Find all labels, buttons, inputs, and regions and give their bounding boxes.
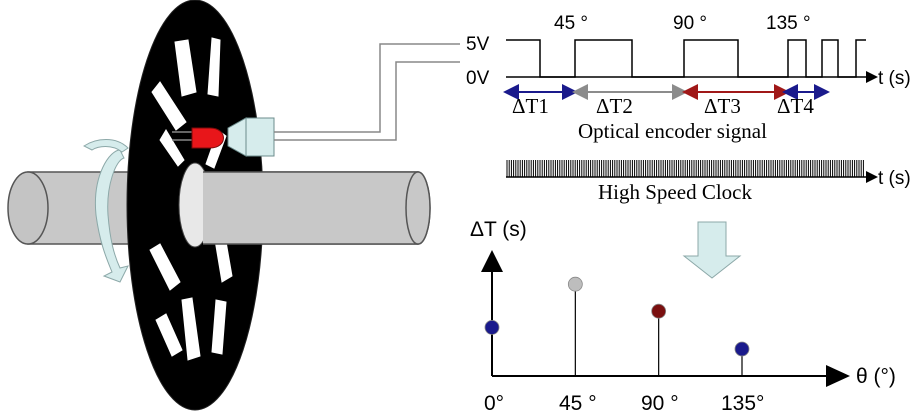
signal-waveform — [506, 39, 866, 78]
sensor-wires — [274, 43, 460, 141]
signal-caption: Optical encoder signal — [578, 119, 767, 143]
y-axis-arrow-icon — [481, 250, 503, 272]
signal-time-label: t (s) — [878, 68, 911, 89]
plot-x-axis-label: θ (°) — [856, 365, 896, 388]
interval-2-label: ΔT2 — [596, 94, 633, 118]
down-arrow-icon — [682, 221, 742, 279]
signal-axis-arrow-icon — [866, 71, 878, 83]
interval-3-label: ΔT3 — [704, 94, 741, 118]
clock-caption: High Speed Clock — [598, 180, 752, 204]
x-axis-arrow-icon — [826, 365, 850, 387]
led-emitter — [172, 127, 224, 149]
photo-sensor — [227, 117, 275, 157]
clock-time-label: t (s) — [878, 168, 911, 189]
data-point — [484, 319, 500, 335]
data-point — [567, 276, 583, 292]
x-tick-135: 135° — [721, 392, 764, 415]
plot-y-axis-label: ΔT (s) — [470, 218, 527, 241]
angle-mark-135: 135 ° — [766, 13, 811, 34]
delta-t-plot: ΔT (s) θ (°) 0° 45 ° 90 ° 135° — [470, 218, 896, 415]
high-speed-clock: t (s) High Speed Clock — [506, 160, 911, 204]
x-tick-0: 0° — [484, 392, 504, 415]
level-low-label: 0V — [466, 68, 490, 89]
x-tick-45: 45 ° — [559, 392, 597, 415]
interval-4-label: ΔT4 — [777, 94, 814, 118]
x-tick-90: 90 ° — [641, 392, 679, 415]
rotation-arrow-icon — [83, 139, 129, 283]
plot-marks — [484, 276, 750, 376]
angle-mark-45: 45 ° — [554, 13, 588, 34]
shaft-front — [203, 171, 431, 245]
data-point — [734, 341, 750, 357]
level-high-label: 5V — [466, 34, 490, 55]
interval-1-label: ΔT1 — [512, 94, 549, 118]
data-point — [651, 303, 667, 319]
angle-mark-90: 90 ° — [673, 13, 707, 34]
clock-axis-arrow-icon — [866, 171, 878, 183]
encoder-signal: 5V 0V t (s) 45 ° 90 ° 135 ° ΔT1 ΔT2 ΔT3 … — [466, 13, 911, 143]
clock-pulses — [506, 160, 864, 177]
